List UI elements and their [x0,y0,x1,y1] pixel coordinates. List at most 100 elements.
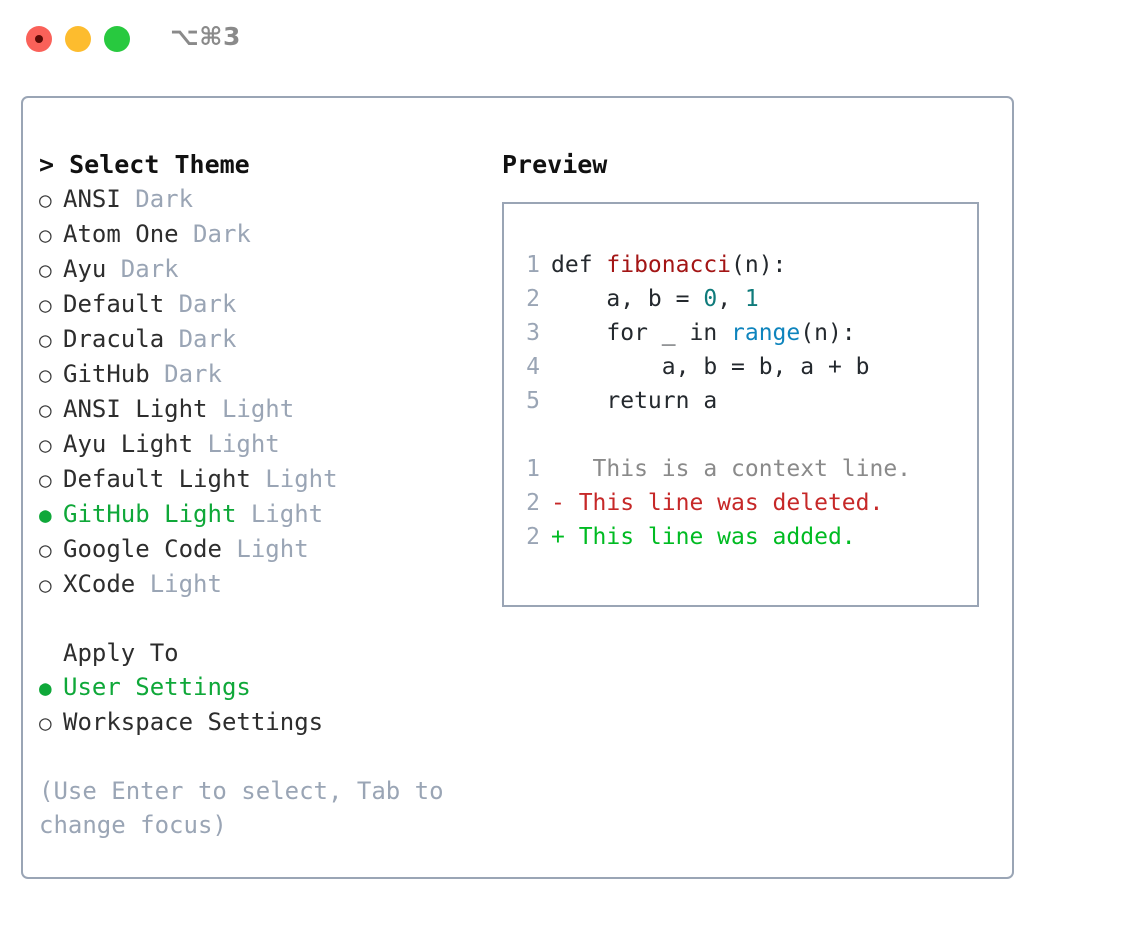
theme-option[interactable]: ○ Ayu Light Light [39,427,494,462]
keyboard-shortcut-label: ⌥⌘3 [170,22,241,51]
theme-option-variant: Light [135,570,222,598]
theme-option-name: Default Light [63,465,251,493]
apply-to-option-name: Workspace Settings [63,708,324,736]
title-bar: ⌥⌘3 [0,0,1140,78]
radio-unselected-icon: ○ [39,258,52,282]
radio-selected-icon: ● [39,676,52,700]
diff-line: 2 - This line was deleted. [514,486,971,520]
preview-header: Preview [502,150,608,179]
radio-unselected-icon: ○ [39,223,52,247]
main-panel: > Select Theme ○ANSI Dark○Atom One Dark○… [21,96,1014,879]
theme-option[interactable]: ○ Atom One Dark [39,217,494,252]
code-line: 2 a, b = 0, 1 [514,282,971,316]
radio-unselected-icon: ○ [39,468,52,492]
radio-unselected-icon: ○ [39,398,52,422]
theme-option-variant: Dark [106,255,179,283]
diff-line-text: - This line was deleted. [551,490,884,516]
theme-option-variant: Dark [178,220,251,248]
select-theme-header: > Select Theme [39,150,250,179]
theme-option[interactable]: ○ Default Dark [39,287,494,322]
code-line: 3 for _ in range(n): [514,316,971,350]
close-button[interactable] [26,26,52,52]
window-controls [26,26,130,52]
diff-line-text: This is a context line. [551,456,912,482]
theme-option[interactable]: ○ Default Light Light [39,462,494,497]
keyboard-hint-text: (Use Enter to select, Tab to change focu… [39,777,459,839]
code-token: for _ in [551,320,732,346]
radio-unselected-icon: ○ [39,573,52,597]
theme-option-variant: Light [221,535,309,563]
radio-selected-icon: ● [39,503,52,527]
theme-option[interactable]: ○ Google Code Light [39,532,494,567]
theme-picker-pane: > Select Theme ○ANSI Dark○Atom One Dark○… [39,148,494,842]
theme-option-name: ANSI Light [63,395,208,423]
radio-unselected-icon: ○ [39,538,52,562]
line-number: 2 [526,286,540,312]
theme-option[interactable]: ○ XCode Light [39,567,494,602]
radio-unselected-icon: ○ [39,328,52,352]
line-number: 2 [526,490,540,516]
line-number: 5 [526,388,540,414]
theme-option-name: XCode [63,570,136,598]
theme-option-name: Atom One [63,220,179,248]
theme-option-name: Default [63,290,165,318]
radio-unselected-icon: ○ [39,363,52,387]
theme-option-variant: Light [207,395,295,423]
theme-option[interactable]: ○ Dracula Dark [39,322,494,357]
theme-option[interactable]: ○ ANSI Dark [39,182,494,217]
theme-option-variant: Light [236,500,324,528]
code-token: 0 [703,286,718,312]
line-number: 1 [526,252,540,278]
theme-option-name: GitHub [63,360,150,388]
radio-unselected-icon: ○ [39,188,52,212]
code-line: 4 a, b = b, a + b [514,350,971,384]
line-number: 3 [526,320,540,346]
apply-to-option[interactable]: ○ Workspace Settings [39,705,494,740]
theme-list[interactable]: ○ ANSI Dark ○ Atom One Dark ○ Ayu Dark ○ Defaul… [39,182,494,602]
theme-option-variant: Dark [164,290,237,318]
radio-unselected-icon: ○ [39,293,52,317]
diff-line: 2 + This line was added. [514,520,971,554]
diff-lines: 1 This is a context line. 2 - This line wa… [514,452,971,554]
apply-to-option[interactable]: ● User Settings [39,670,494,705]
theme-option-name: ANSI [63,185,121,213]
theme-option-variant: Light [193,430,280,458]
code-line: 5 return a [514,384,971,418]
minimize-button[interactable] [65,26,91,52]
diff-line: 1 This is a context line. [514,452,971,486]
theme-option[interactable]: ○ GitHub Dark [39,357,494,392]
code-token: (n): [800,320,856,346]
apply-to-list[interactable]: ● User Settings ○ Workspace Settings [39,670,494,740]
code-token: def [551,252,607,278]
theme-option-name: Ayu Light [63,430,194,458]
theme-option[interactable]: ○ Ayu Dark [39,252,494,287]
code-token: a, b = b, a + b [551,354,870,380]
theme-option[interactable]: ● GitHub Light Light [39,497,494,532]
apply-to-option-name: User Settings [63,673,251,701]
theme-option-name: GitHub Light [63,500,237,528]
zoom-button[interactable] [104,26,130,52]
radio-unselected-icon: ○ [39,433,52,457]
theme-option-variant: Dark [149,360,222,388]
diff-line-text: + This line was added. [551,524,856,550]
theme-option-name: Google Code [63,535,222,563]
apply-to-header: Apply To [63,639,179,667]
code-token: 1 [744,286,759,312]
radio-unselected-icon: ○ [39,711,52,735]
code-token: a, b = [551,286,704,312]
theme-option-variant: Dark [120,185,194,213]
code-token: range [731,320,801,346]
theme-option-variant: Light [250,465,338,493]
code-token: return a [551,388,718,414]
line-number: 1 [526,456,540,482]
theme-option-name: Dracula [63,325,165,353]
code-token: fibonacci [606,252,732,278]
line-number: 2 [526,524,540,550]
theme-option-name: Ayu [63,255,107,283]
theme-option-variant: Dark [164,325,237,353]
theme-option[interactable]: ○ ANSI Light Light [39,392,494,427]
